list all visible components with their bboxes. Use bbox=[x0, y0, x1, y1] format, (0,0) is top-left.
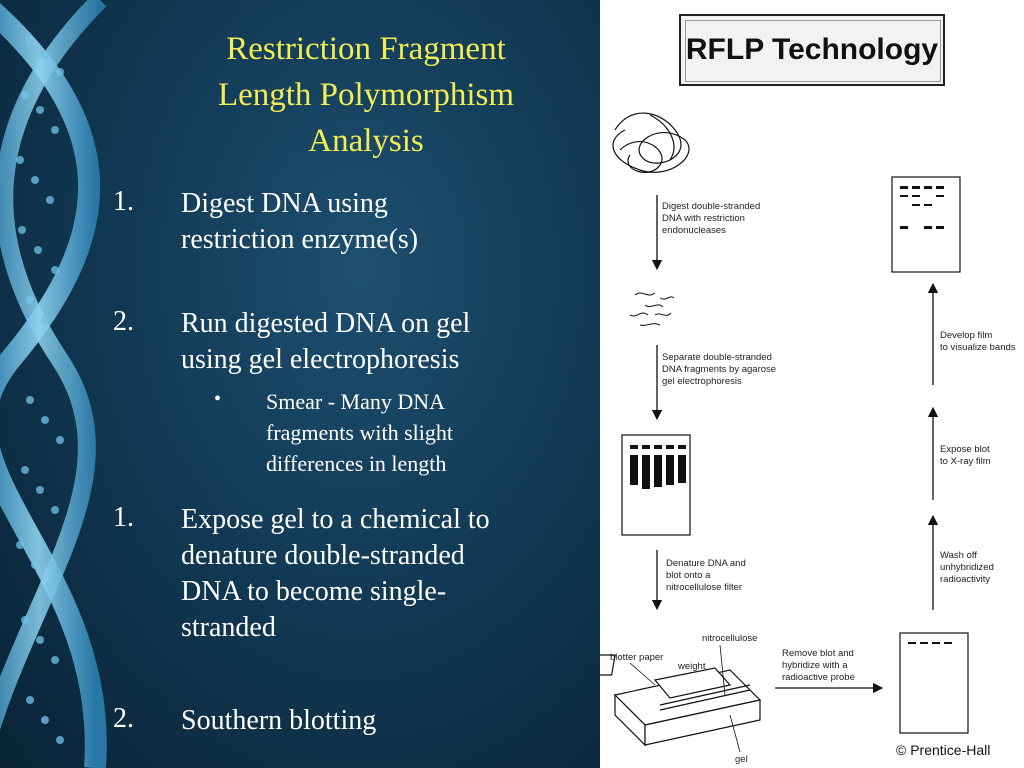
dna-helix-decoration bbox=[0, 0, 107, 768]
sub-line: fragments with slight bbox=[266, 420, 453, 445]
rflp-diagram: Digest double-stranded DNA with restrict… bbox=[600, 112, 1016, 765]
item-line: stranded bbox=[181, 612, 276, 643]
step-wash-line: unhybridized bbox=[940, 562, 994, 573]
item-line: denature double-stranded bbox=[181, 540, 465, 571]
weight-label: weight bbox=[677, 661, 706, 672]
copyright-text: © Prentice-Hall bbox=[896, 742, 991, 758]
sub-bullet-item: Smear - Many DNA fragments with slight d… bbox=[266, 386, 556, 479]
gel-label: gel bbox=[735, 754, 748, 765]
step-wash-line: Wash off bbox=[940, 550, 977, 561]
step-remove-line: radioactive probe bbox=[782, 672, 855, 683]
slide-title: Restriction Fragment Length Polymorphism… bbox=[170, 26, 562, 164]
step-separate-line: DNA fragments by agarose bbox=[662, 364, 776, 375]
step-separate-line: Separate double-stranded bbox=[662, 352, 772, 363]
list-item: Run digested DNA on gel using gel electr… bbox=[181, 306, 571, 378]
dna-tangle-icon bbox=[612, 112, 690, 174]
step-wash-line: radioactivity bbox=[940, 574, 990, 585]
item-line: restriction enzyme(s) bbox=[181, 224, 419, 255]
item-line: Southern blotting bbox=[181, 705, 377, 736]
step-digest-line: endonucleases bbox=[662, 225, 726, 236]
item-number: 1. bbox=[113, 502, 134, 533]
step-denature-line: blot onto a bbox=[666, 570, 711, 581]
step-expose-line: to X-ray film bbox=[940, 456, 991, 467]
figure-header-text: RFLP Technology bbox=[685, 33, 939, 66]
list-item: Expose gel to a chemical to denature dou… bbox=[181, 502, 571, 646]
list-item: Southern blotting bbox=[181, 703, 571, 739]
left-text-panel: Restriction Fragment Length Polymorphism… bbox=[0, 0, 600, 768]
item-number: 2. bbox=[113, 703, 134, 734]
dna-fragments-icon bbox=[629, 292, 675, 326]
step-develop-line: Develop film bbox=[940, 330, 992, 341]
list-item: Digest DNA using restriction enzyme(s) bbox=[181, 186, 571, 258]
title-line: Length Polymorphism bbox=[217, 77, 515, 113]
sub-line: Smear - Many DNA bbox=[266, 389, 446, 414]
step-develop-line: to visualize bands bbox=[940, 342, 1016, 353]
item-line: DNA to become single- bbox=[181, 576, 447, 607]
title-line: Restriction Fragment bbox=[226, 31, 506, 67]
step-remove-line: hybridize with a bbox=[782, 660, 848, 671]
item-line: using gel electrophoresis bbox=[181, 344, 460, 375]
developed-film-icon bbox=[891, 176, 961, 273]
figure-header: RFLP Technology bbox=[679, 14, 945, 86]
step-denature-line: nitrocellulose filter bbox=[666, 582, 742, 593]
item-number: 1. bbox=[113, 186, 134, 217]
step-expose-line: Expose blot bbox=[940, 444, 990, 455]
gel-smear-icon bbox=[621, 434, 691, 536]
sub-bullet-dot: • bbox=[214, 388, 222, 410]
hybridized-blot-icon bbox=[899, 632, 969, 734]
item-line: Expose gel to a chemical to bbox=[181, 504, 490, 535]
blotter-paper-label: blotter paper bbox=[610, 652, 663, 663]
sub-line: differences in length bbox=[266, 451, 447, 476]
step-remove-line: Remove blot and bbox=[782, 648, 854, 659]
item-line: Run digested DNA on gel bbox=[181, 308, 471, 339]
item-number: 2. bbox=[113, 306, 134, 337]
step-denature-line: Denature DNA and bbox=[666, 558, 746, 569]
title-line: Analysis bbox=[308, 123, 424, 159]
step-digest-line: Digest double-stranded bbox=[662, 201, 760, 212]
step-digest-line: DNA with restriction bbox=[662, 213, 745, 224]
figure-header-frame bbox=[685, 20, 941, 82]
step-separate-line: gel electrophoresis bbox=[662, 376, 742, 387]
nitrocellulose-label: nitrocellulose bbox=[702, 633, 757, 644]
item-line: Digest DNA using bbox=[181, 188, 388, 219]
